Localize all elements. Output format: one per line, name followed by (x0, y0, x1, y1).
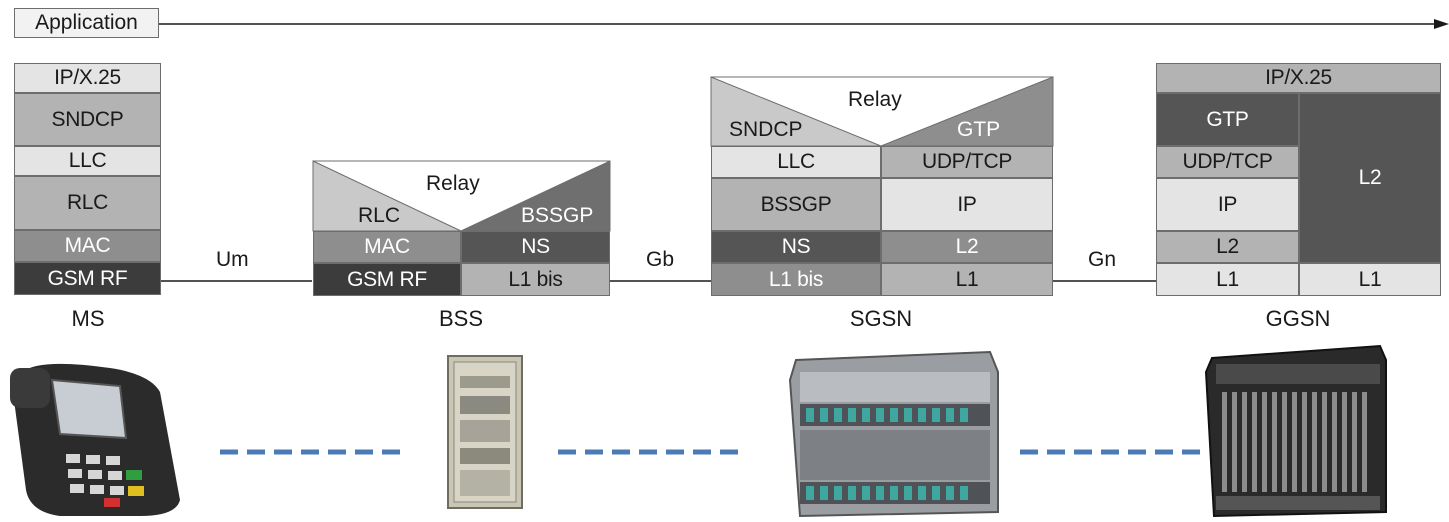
sgsn-layer-l1-bis: L1 bis (711, 263, 881, 296)
sgsn-sndcp-label: SNDCP (729, 118, 803, 141)
bss-rlc-label: RLC (358, 204, 401, 227)
ggsn-layer-ip-x25: IP/X.25 (1156, 63, 1441, 93)
sgsn-layer-ns: NS (711, 231, 881, 263)
bss-relay-label: Relay (426, 172, 480, 195)
ggsn-layer-gtp: GTP (1156, 93, 1299, 146)
bss-layer-ns: NS (461, 231, 610, 263)
ms-layer-sndcp: SNDCP (14, 93, 161, 146)
bss-layer-gsm-rf: GSM RF (313, 263, 461, 296)
sgsn-node-label: SGSN (849, 306, 913, 331)
sgsn-layer-bssgp: BSSGP (711, 178, 881, 231)
ms-layer-ip-x25: IP/X.25 (14, 63, 161, 93)
application-arrowhead (1434, 19, 1449, 29)
ms-layer-llc: LLC (14, 146, 161, 176)
application-label: Application (14, 8, 159, 38)
bss-bssgp-label: BSSGP (521, 204, 594, 227)
bss-node-label: BSS (438, 306, 484, 331)
sgsn-relay-label: Relay (848, 88, 902, 111)
ggsn-layer-udp-tcp: UDP/TCP (1156, 146, 1299, 178)
ggsn-layer-l1: L1 (1156, 263, 1299, 296)
bss-layer-l1-bis: L1 bis (461, 263, 610, 296)
sgsn-layer-udp-tcp: UDP/TCP (881, 146, 1053, 178)
gb-interface-label: Gb (646, 248, 675, 271)
sgsn-layer-llc: LLC (711, 146, 881, 178)
ggsn-layer-l1-right: L1 (1299, 263, 1441, 296)
gn-interface-label: Gn (1088, 248, 1117, 271)
ms-layer-gsm-rf: GSM RF (14, 262, 161, 295)
ggsn-layer-l2: L2 (1156, 231, 1299, 263)
sgsn-layer-l1: L1 (881, 263, 1053, 296)
ms-layer-rlc: RLC (14, 176, 161, 230)
sgsn-gtp-label: GTP (957, 118, 1001, 141)
sgsn-layer-ip: IP (881, 178, 1053, 231)
ms-layer-mac: MAC (14, 230, 161, 262)
ggsn-node-label: GGSN (1265, 306, 1331, 331)
sgsn-layer-l2: L2 (881, 231, 1053, 263)
bss-layer-mac: MAC (313, 231, 461, 263)
um-interface-label: Um (216, 248, 249, 271)
ms-node-label: MS (71, 306, 105, 331)
ggsn-layer-ip: IP (1156, 178, 1299, 231)
ggsn-layer-l2-right: L2 (1299, 93, 1441, 263)
